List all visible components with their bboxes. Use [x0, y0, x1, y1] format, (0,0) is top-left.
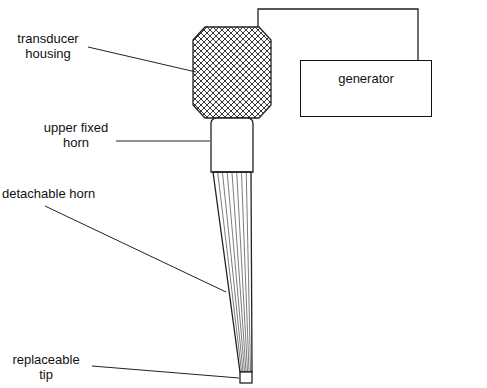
part-label: detachable horn	[2, 186, 112, 201]
upper-fixed-horn	[211, 118, 253, 172]
detachable-horn	[213, 172, 252, 372]
leader-line	[116, 141, 210, 142]
part-label: transducer housing	[8, 31, 88, 61]
transducer-housing	[193, 27, 271, 118]
leader-line	[88, 47, 196, 72]
replaceable-tip	[240, 372, 252, 383]
horn-stripe	[242, 173, 250, 371]
horn-stripe	[223, 173, 244, 371]
leader-line	[45, 206, 226, 292]
part-label: replaceable tip	[4, 352, 88, 382]
horn-stripe	[246, 173, 250, 371]
box-text: generator	[301, 61, 431, 86]
horn-stripes	[218, 173, 251, 371]
cable-wire	[258, 9, 418, 60]
leader-line	[92, 366, 239, 378]
part-label: upper fixed horn	[40, 120, 112, 150]
generator-box: generator	[300, 60, 432, 117]
horn-stripe	[232, 173, 246, 371]
horn-stripe	[237, 173, 248, 371]
